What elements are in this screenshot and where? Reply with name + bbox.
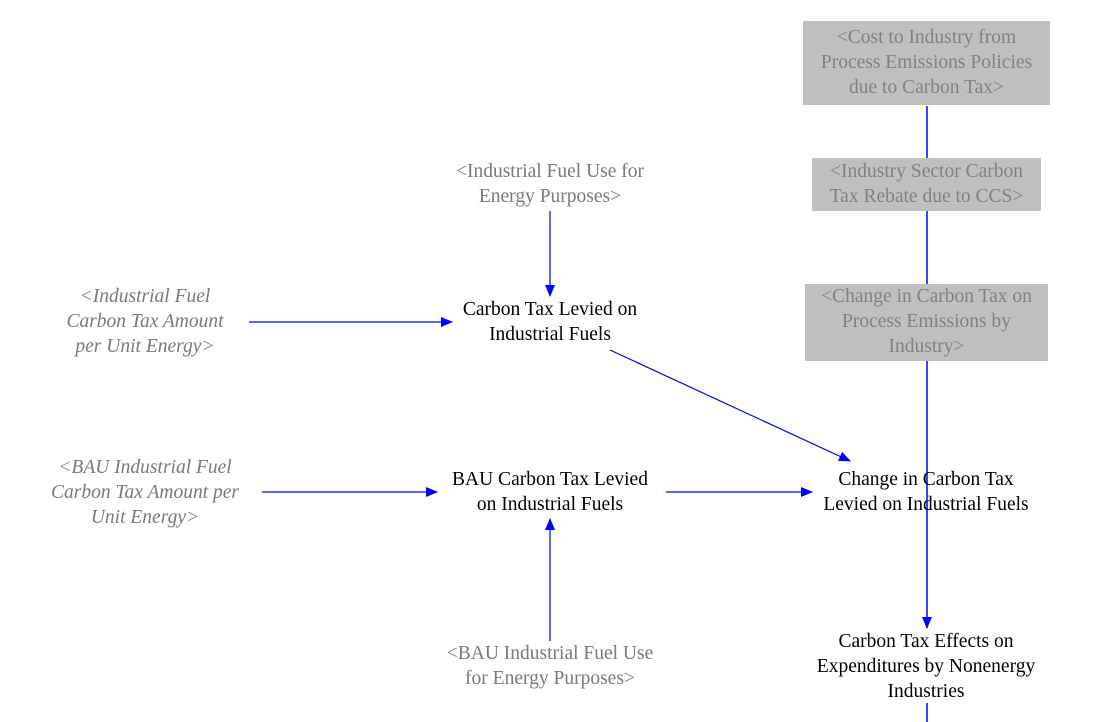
node-line: Unit Energy> (90, 507, 200, 528)
node-line: Industries (887, 681, 965, 702)
node-line: Change in Carbon Tax (838, 469, 1014, 490)
node-line: <BAU Industrial Fuel (58, 457, 232, 478)
node-line: Tax Rebate due to CCS> (829, 186, 1024, 207)
node-line: <Cost to Industry from (836, 27, 1017, 48)
industrial-fuel-use-shadow-node[interactable]: <Industrial Fuel Use for Energy Purposes… (400, 159, 700, 209)
node-line: Process Emissions Policies (820, 52, 1033, 73)
arrow-levied-to-change (609, 349, 851, 462)
node-line: <Industrial Fuel Use for (455, 161, 645, 182)
cost-to-industry-shadow-node[interactable]: <Cost to Industry from Process Emissions… (803, 21, 1050, 105)
node-line: on Industrial Fuels (476, 494, 624, 515)
bau-fuel-tax-amount-shadow-node[interactable]: <BAU Industrial Fuel Carbon Tax Amount p… (20, 455, 270, 530)
node-line: <BAU Industrial Fuel Use (446, 643, 654, 664)
node-line: Carbon Tax Effects on (838, 631, 1014, 652)
node-line: Industry> (888, 336, 965, 357)
node-line: Carbon Tax Amount per (51, 482, 239, 503)
fuel-tax-amount-shadow-node[interactable]: <Industrial Fuel Carbon Tax Amount per U… (20, 284, 270, 359)
carbon-tax-effects-node[interactable]: Carbon Tax Effects on Expenditures by No… (786, 629, 1066, 704)
change-process-emissions-shadow-node[interactable]: <Change in Carbon Tax on Process Emissio… (805, 284, 1048, 361)
node-line: <Industrial Fuel (79, 286, 211, 307)
node-line: Process Emissions by (841, 311, 1011, 332)
node-line: Levied on Industrial Fuels (823, 494, 1029, 515)
node-line: Carbon Tax Amount (66, 311, 224, 332)
node-line: Industrial Fuels (489, 324, 611, 345)
node-line: <Industry Sector Carbon (830, 161, 1023, 182)
node-line: due to Carbon Tax> (849, 77, 1004, 98)
node-line: for Energy Purposes> (465, 668, 635, 689)
node-line: Energy Purposes> (478, 186, 622, 207)
node-line: <Change in Carbon Tax on (821, 286, 1032, 307)
industry-rebate-ccs-shadow-node[interactable]: <Industry Sector Carbon Tax Rebate due t… (812, 158, 1041, 211)
bau-fuel-use-shadow-node[interactable]: <BAU Industrial Fuel Use for Energy Purp… (400, 641, 700, 691)
node-line: Expenditures by Nonenergy (816, 656, 1036, 677)
node-line: per Unit Energy> (75, 336, 215, 357)
change-carbon-tax-levied-node[interactable]: Change in Carbon Tax Levied on Industria… (786, 467, 1066, 517)
bau-carbon-tax-levied-node[interactable]: BAU Carbon Tax Levied on Industrial Fuel… (410, 467, 690, 517)
carbon-tax-levied-node[interactable]: Carbon Tax Levied on Industrial Fuels (410, 297, 690, 347)
node-line: BAU Carbon Tax Levied (452, 469, 648, 490)
node-line: Carbon Tax Levied on (462, 299, 638, 320)
